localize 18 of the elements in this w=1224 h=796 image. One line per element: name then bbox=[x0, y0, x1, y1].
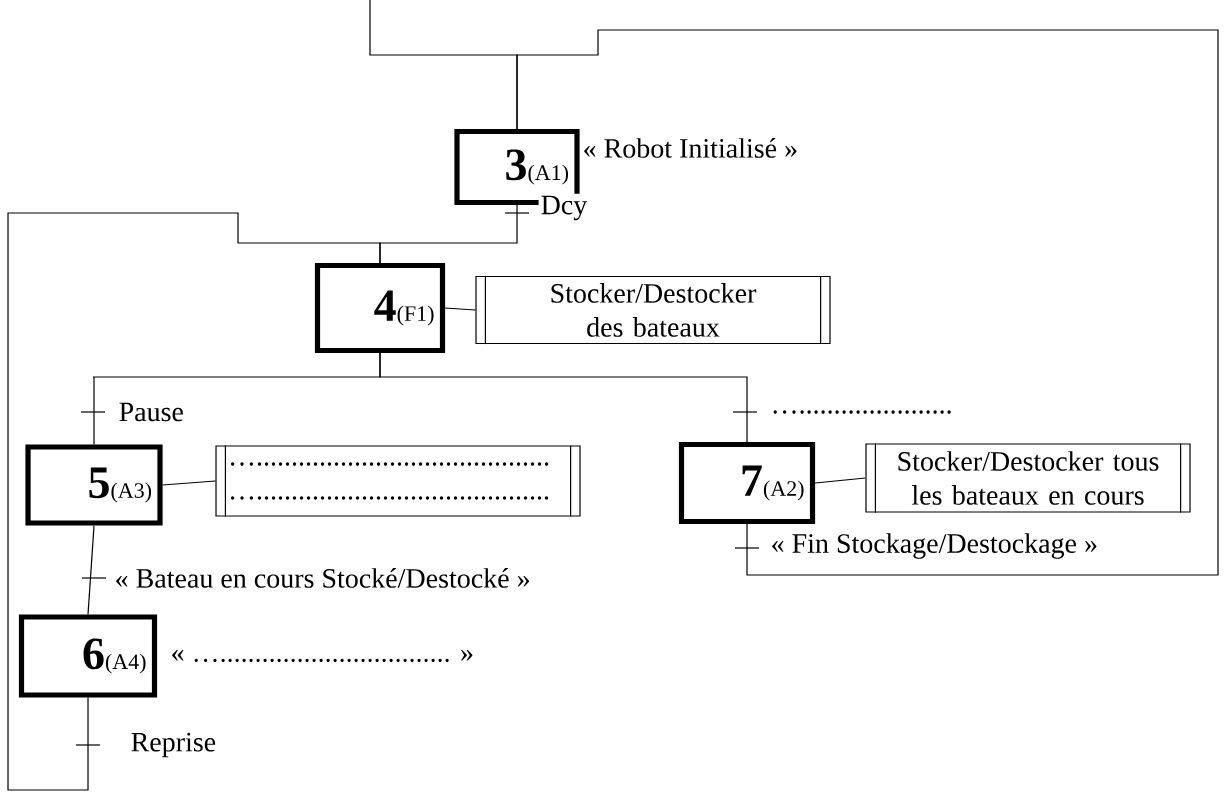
transition-label: « Fin Stockage/Destockage » bbox=[772, 533, 1097, 559]
connector-line bbox=[162, 480, 216, 486]
comment-text: « …................................. » bbox=[172, 649, 473, 663]
transition-label: Dcy bbox=[541, 195, 588, 221]
transition-label: Reprise bbox=[131, 732, 216, 758]
connector-line bbox=[444, 307, 476, 311]
connector-line bbox=[87, 525, 95, 615]
action-box: Stocker/Destocker tous les bateaux en cours bbox=[865, 442, 1191, 514]
comment-text: « Robot Initialisé » bbox=[584, 138, 797, 158]
connector-line bbox=[516, 29, 1219, 576]
connector-line bbox=[7, 212, 381, 791]
connector-line bbox=[814, 477, 866, 484]
connector-line bbox=[379, 352, 748, 443]
action-box: Stocker/Destocker des bateaux bbox=[475, 275, 831, 345]
transition-label: …...................... bbox=[773, 410, 951, 414]
transition-label: « Bateau en cours Stocké/Destocké » bbox=[116, 568, 529, 588]
action-box: ….......................................... ….......................................... bbox=[215, 444, 581, 518]
transition-label: Pause bbox=[119, 402, 183, 422]
